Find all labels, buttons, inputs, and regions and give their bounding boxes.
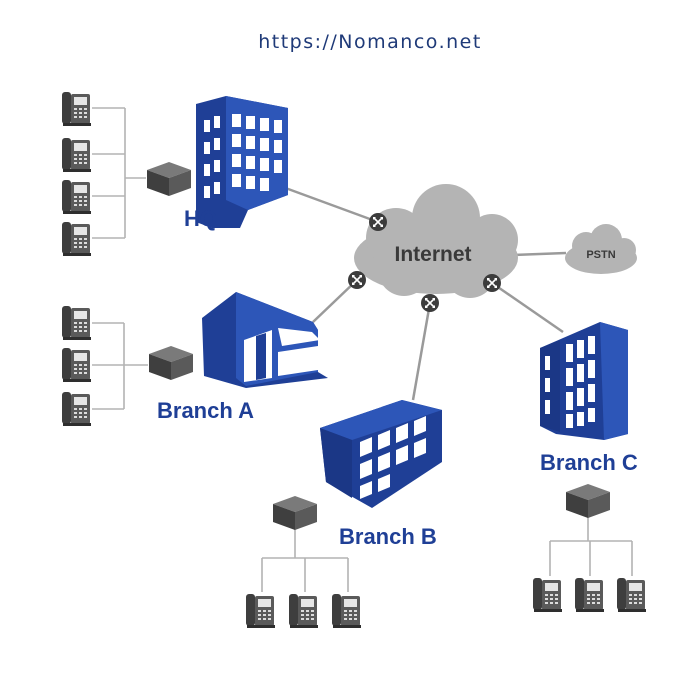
branch-c-building-icon: [540, 322, 628, 440]
branch-c-phone-2-icon: [575, 578, 604, 612]
branch-a-wan-link: [312, 279, 358, 323]
branch-c-router-icon: [482, 273, 502, 293]
branch-b-lan: [261, 528, 349, 592]
branch-c-lan: [549, 516, 633, 576]
branch-a-label: Branch A: [157, 398, 254, 423]
hq-building-icon: [196, 96, 288, 228]
branch-c-phone-1-icon: [533, 578, 562, 612]
branch-a-router-icon: [347, 270, 367, 290]
branch-c-phone-3-icon: [617, 578, 646, 612]
pstn-cloud: PSTN: [565, 224, 637, 274]
branch-b-router-icon: [420, 293, 440, 313]
hq-lan: [92, 107, 146, 239]
hq-phone-2-icon: [62, 138, 91, 172]
branch-c-wan-link: [491, 281, 564, 334]
branch-b-building-icon: [320, 400, 442, 508]
branch-b-site: Branch B: [246, 400, 442, 628]
internet-cloud: Internet: [354, 184, 518, 298]
branch-b-phone-2-icon: [289, 594, 318, 628]
branch-b-wan-link: [411, 302, 432, 401]
branch-a-switch-icon: [149, 346, 193, 380]
branch-b-phone-3-icon: [332, 594, 361, 628]
hq-label: HQ: [184, 206, 217, 231]
branch-a-building-icon: [202, 292, 328, 388]
branch-c-label: Branch C: [540, 450, 638, 475]
branch-a-lan: [92, 322, 148, 410]
branch-b-switch-icon: [273, 496, 317, 530]
branch-a-site: Branch A: [62, 292, 328, 426]
branch-a-phone-2-icon: [62, 348, 91, 382]
internet-label: Internet: [394, 243, 471, 266]
hq-site: HQ: [62, 92, 288, 256]
branch-b-label: Branch B: [339, 524, 437, 549]
wan-links: [279, 184, 567, 401]
hq-phone-3-icon: [62, 180, 91, 214]
hq-wan-link: [279, 184, 379, 224]
branch-c-switch-icon: [566, 484, 610, 518]
pstn-link: [512, 251, 567, 257]
site-url: https://Nomanco.net: [258, 31, 482, 53]
branch-c-site: Branch C: [533, 322, 646, 612]
branch-a-phone-3-icon: [62, 392, 91, 426]
hq-phone-4-icon: [62, 222, 91, 256]
hq-router-icon: [368, 212, 388, 232]
pstn-label: PSTN: [586, 249, 615, 261]
branch-a-phone-1-icon: [62, 306, 91, 340]
hq-phone-1-icon: [62, 92, 91, 126]
hq-switch-icon: [147, 162, 191, 196]
branch-b-phone-1-icon: [246, 594, 275, 628]
